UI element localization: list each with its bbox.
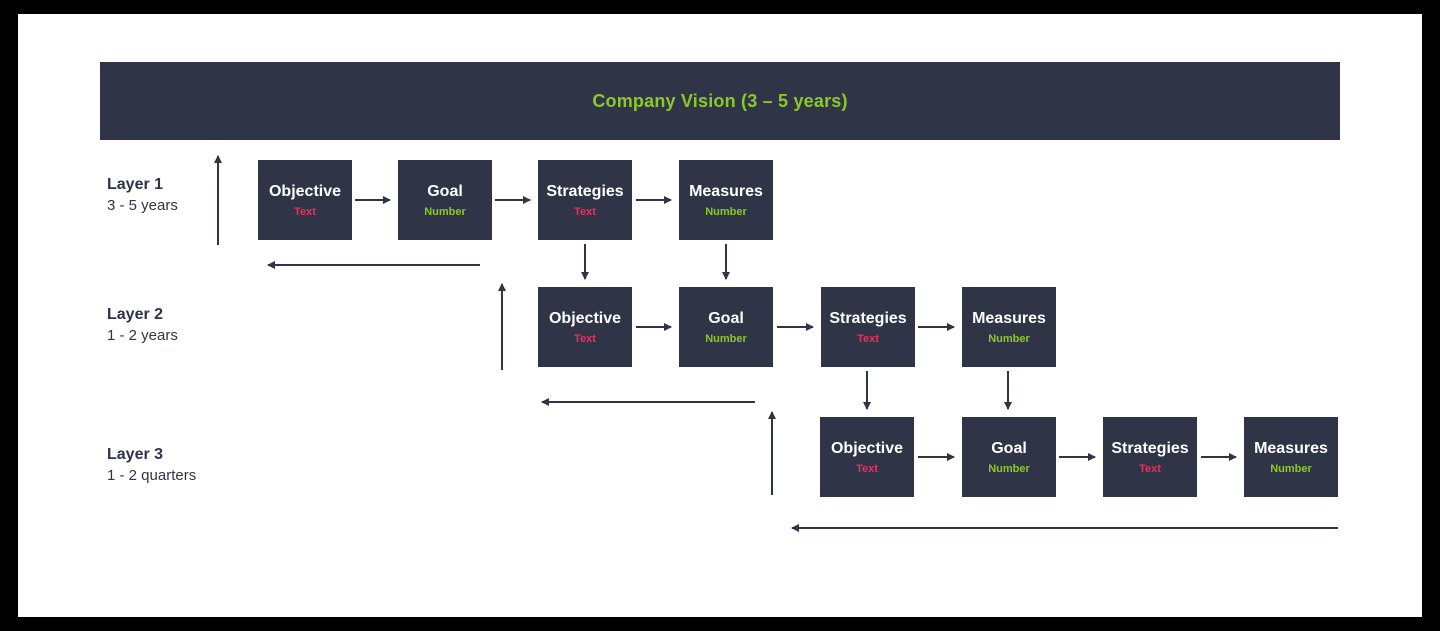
layer2-name: Layer 2 bbox=[107, 306, 164, 323]
layer1-timeframe: 3 - 5 years bbox=[107, 197, 178, 214]
layer2-measures-box: Measures Number bbox=[962, 287, 1056, 367]
box-title: Goal bbox=[427, 182, 463, 200]
box-subtitle: Number bbox=[424, 205, 466, 218]
layer1-label: Layer 1 3 - 5 years bbox=[107, 176, 178, 214]
layer1-name: Layer 1 bbox=[107, 176, 164, 193]
box-title: Strategies bbox=[829, 309, 907, 327]
box-subtitle: Number bbox=[988, 462, 1030, 475]
layer3-goal-box: Goal Number bbox=[962, 417, 1056, 497]
layer2-objective-box: Objective Text bbox=[538, 287, 632, 367]
box-subtitle: Text bbox=[574, 205, 596, 218]
layer2-strategies-box: Strategies Text bbox=[821, 287, 915, 367]
box-subtitle: Number bbox=[705, 205, 747, 218]
box-title: Goal bbox=[991, 439, 1027, 457]
layer3-objective-box: Objective Text bbox=[820, 417, 914, 497]
layer2-timeframe: 1 - 2 years bbox=[107, 327, 178, 344]
box-title: Measures bbox=[1254, 439, 1328, 457]
layer3-strategies-box: Strategies Text bbox=[1103, 417, 1197, 497]
layer3-timeframe: 1 - 2 quarters bbox=[107, 467, 197, 484]
layer3-name: Layer 3 bbox=[107, 446, 164, 463]
layer3-measures-box: Measures Number bbox=[1244, 417, 1338, 497]
box-subtitle: Text bbox=[294, 205, 316, 218]
box-title: Measures bbox=[689, 182, 763, 200]
box-subtitle: Text bbox=[1139, 462, 1161, 475]
box-title: Strategies bbox=[1111, 439, 1189, 457]
box-subtitle: Number bbox=[988, 332, 1030, 345]
box-subtitle: Text bbox=[857, 332, 879, 345]
box-title: Objective bbox=[268, 182, 342, 200]
layer1-measures-box: Measures Number bbox=[679, 160, 773, 240]
box-title: Objective bbox=[830, 439, 904, 457]
layer1-objective-box: Objective Text bbox=[258, 160, 352, 240]
company-vision-title: Company Vision (3 – 5 years) bbox=[592, 90, 848, 111]
box-title: Strategies bbox=[546, 182, 624, 200]
box-title: Goal bbox=[708, 309, 744, 327]
box-title: Objective bbox=[548, 309, 622, 327]
company-vision-banner: Company Vision (3 – 5 years) bbox=[100, 62, 1340, 140]
layer3-label: Layer 3 1 - 2 quarters bbox=[107, 446, 196, 484]
layer2-goal-box: Goal Number bbox=[679, 287, 773, 367]
layer1-goal-box: Goal Number bbox=[398, 160, 492, 240]
box-subtitle: Number bbox=[1270, 462, 1312, 475]
box-subtitle: Number bbox=[705, 332, 747, 345]
box-subtitle: Text bbox=[574, 332, 596, 345]
layer1-strategies-box: Strategies Text bbox=[538, 160, 632, 240]
box-subtitle: Text bbox=[856, 462, 878, 475]
layer2-label: Layer 2 1 - 2 years bbox=[107, 306, 178, 344]
box-title: Measures bbox=[972, 309, 1046, 327]
